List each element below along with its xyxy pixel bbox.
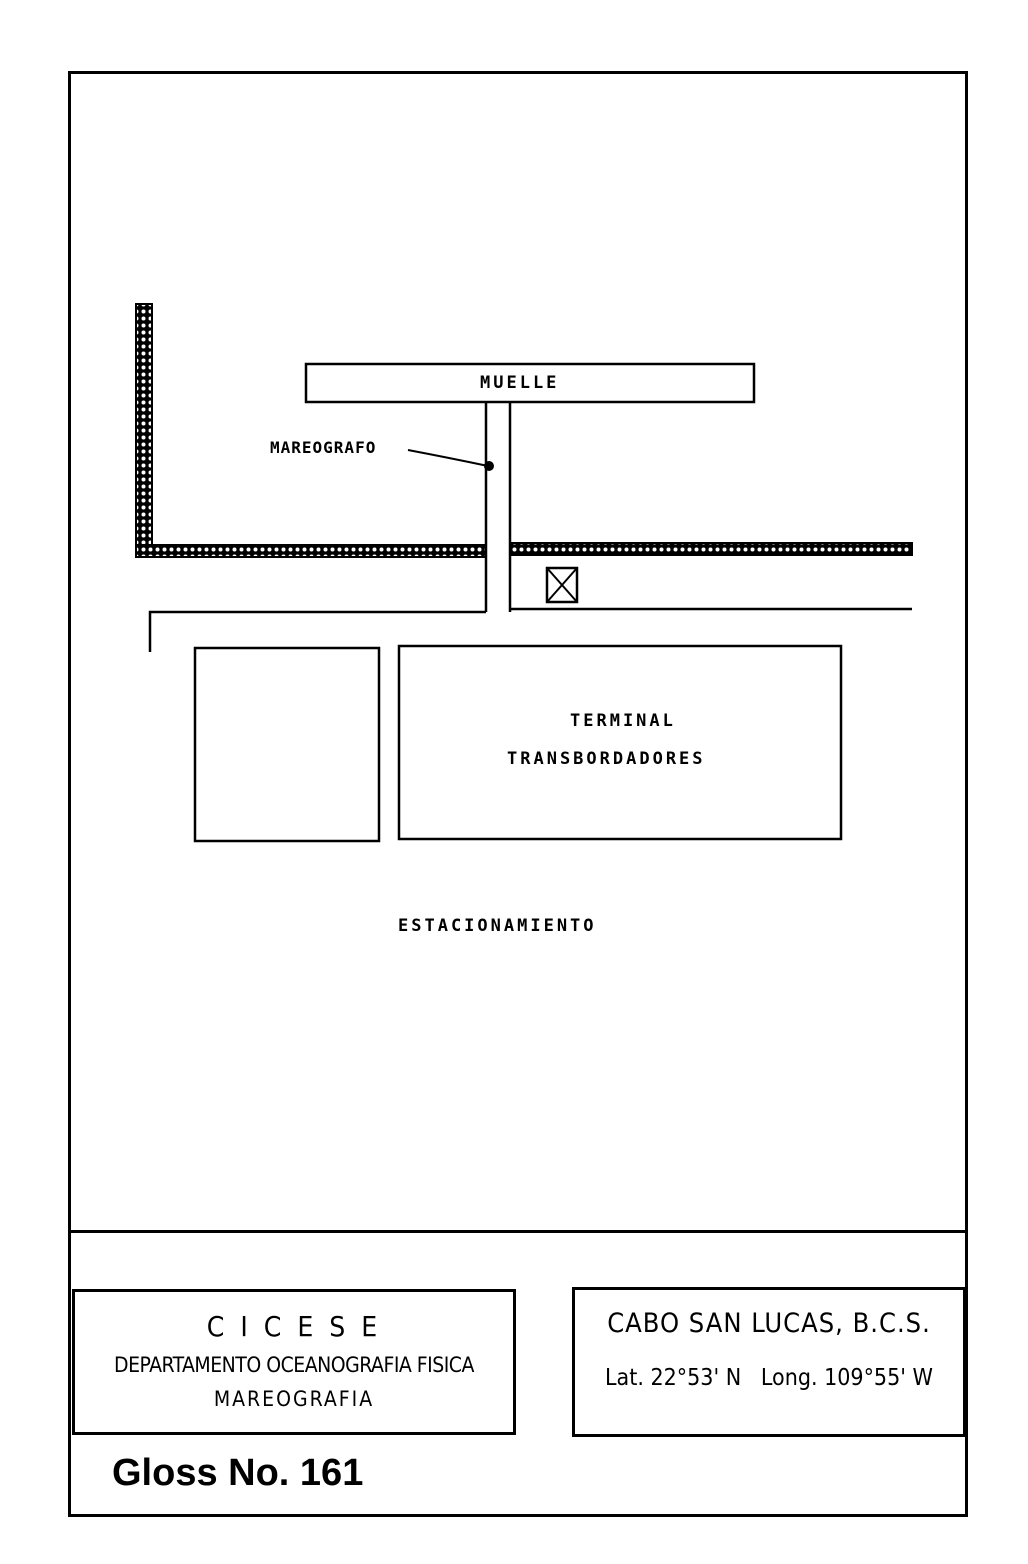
terminal-label-line2: TRANSBORDADORES xyxy=(507,749,706,769)
seawall-left xyxy=(135,544,487,558)
location-lat: Lat. 22°53' N xyxy=(605,1365,742,1391)
terminal-label-line1: TERMINAL xyxy=(570,711,676,731)
institution-division: MAREOGRAFIA xyxy=(213,1387,375,1411)
gloss-title: Gloss No. 161 xyxy=(112,1452,364,1494)
pier-head xyxy=(304,362,756,404)
institution-department: DEPARTAMENTO OCEANOGRAFIA FISICA xyxy=(114,1353,474,1377)
map-frame xyxy=(68,71,968,1517)
seawall-right xyxy=(509,542,913,556)
tide-gauge-point xyxy=(484,461,494,471)
ferry-terminal-building xyxy=(397,644,843,841)
tide-gauge-label: MAREOGRAFO xyxy=(270,438,377,457)
institution-box: C I C E S E DEPARTAMENTO OCEANOGRAFIA FI… xyxy=(72,1289,516,1435)
building-small xyxy=(193,646,381,843)
pier-label: MUELLE xyxy=(480,373,560,393)
location-long: Long. 109°55' W xyxy=(760,1365,933,1391)
location-box: CABO SAN LUCAS, B.C.S. Lat. 22°53' N Lon… xyxy=(572,1287,966,1437)
parking-label: ESTACIONAMIENTO xyxy=(398,916,597,936)
location-place: CABO SAN LUCAS, B.C.S. xyxy=(607,1308,931,1339)
location-coordinates: Lat. 22°53' N Long. 109°55' W xyxy=(575,1365,963,1391)
tide-gauge-pointer xyxy=(407,449,489,467)
map-area xyxy=(70,73,966,1233)
institution-name: C I C E S E xyxy=(206,1310,382,1343)
quay-edge-left xyxy=(148,610,486,652)
seawall-vertical xyxy=(135,303,153,557)
